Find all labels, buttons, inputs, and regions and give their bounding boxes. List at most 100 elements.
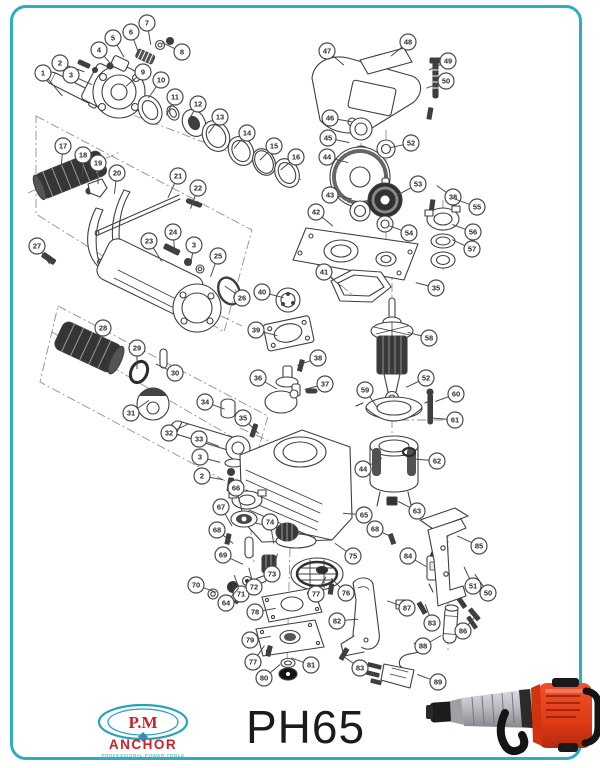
- part-callout-89: 89: [417, 673, 447, 691]
- part-callout-32: 32: [160, 423, 190, 442]
- svg-text:55: 55: [473, 203, 481, 212]
- part-plate-39: [262, 315, 315, 352]
- part-callout-34: 34: [196, 393, 225, 411]
- part-callout-45: 45: [319, 129, 350, 147]
- part-callout-30: 30: [155, 363, 184, 382]
- part-callout-86: 86: [454, 614, 477, 640]
- part-oring-26: [216, 276, 242, 306]
- part-callout-53: 53: [396, 175, 427, 196]
- svg-text:51: 51: [469, 582, 477, 591]
- svg-text:3: 3: [198, 453, 202, 462]
- part-callout-78: 78: [246, 603, 276, 621]
- part-callout-37: 37: [304, 375, 334, 393]
- part-bearing-plate-42: [292, 227, 419, 281]
- part-callout-51: 51: [463, 566, 482, 595]
- part-callout-4: 4: [90, 41, 115, 68]
- svg-text:87: 87: [403, 604, 411, 613]
- part-callout-64: 64: [217, 587, 240, 612]
- part-callout-24: 24: [164, 223, 182, 254]
- part-callout-10: 10: [147, 71, 170, 99]
- svg-text:66: 66: [232, 484, 240, 493]
- svg-text:9: 9: [141, 68, 145, 77]
- part-plates: [255, 587, 325, 681]
- part-armature: [370, 297, 414, 406]
- svg-text:83: 83: [356, 664, 364, 673]
- part-callout-3: 3: [185, 236, 203, 266]
- svg-text:25: 25: [214, 252, 222, 261]
- part-callout-47: 47: [318, 42, 345, 66]
- svg-text:85: 85: [475, 542, 483, 551]
- part-callout-1: 1: [34, 64, 63, 97]
- svg-text:14: 14: [243, 129, 252, 138]
- svg-text:1: 1: [41, 69, 45, 78]
- part-callout-17: 17: [54, 137, 72, 168]
- part-screw-49: [429, 57, 442, 99]
- part-callout-16: 16: [280, 148, 305, 171]
- part-pin-37: [305, 388, 318, 394]
- svg-text:10: 10: [157, 76, 165, 85]
- part-callout-35: 35: [234, 409, 259, 434]
- svg-text:50: 50: [484, 589, 492, 598]
- part-callout-68: 68: [208, 521, 234, 544]
- part-callout-58: 58: [407, 329, 438, 347]
- svg-text:5: 5: [111, 34, 115, 43]
- part-callout-13: 13: [208, 108, 229, 134]
- part-callout-82: 82: [328, 612, 358, 630]
- part-callout-77: 77: [244, 645, 265, 671]
- part-callout-52: 52: [389, 134, 420, 152]
- part-callout-85: 85: [456, 535, 488, 555]
- logo-diamond-icon: [137, 731, 149, 743]
- svg-text:89: 89: [434, 678, 442, 687]
- part-callout-50: 50: [426, 72, 455, 90]
- svg-text:42: 42: [312, 208, 320, 217]
- logo-pm-text: P.M: [128, 713, 157, 732]
- svg-text:46: 46: [326, 114, 334, 123]
- svg-text:70: 70: [192, 581, 200, 590]
- part-callout-19: 19: [89, 154, 107, 184]
- part-rod-and-pin: [94, 194, 203, 237]
- part-callout-15: 15: [259, 137, 283, 161]
- logo-anchor-text: ANCHOR: [109, 737, 177, 752]
- part-callout-65: 65: [343, 506, 373, 524]
- part-callout-75: 75: [334, 542, 362, 565]
- part-callout-9: 9: [125, 63, 152, 87]
- part-callout-7: 7: [138, 14, 156, 45]
- svg-text:74: 74: [266, 518, 275, 527]
- part-sleeve: [54, 321, 125, 375]
- svg-text:50: 50: [442, 77, 450, 86]
- svg-text:84: 84: [404, 552, 413, 561]
- part-callout-76: 76: [330, 577, 355, 602]
- part-callout-26: 26: [224, 285, 251, 307]
- part-callout-49: 49: [428, 52, 457, 71]
- svg-text:72: 72: [250, 583, 258, 592]
- part-callout-87: 87: [387, 599, 416, 617]
- part-callout-22: 22: [189, 179, 207, 209]
- svg-text:48: 48: [404, 38, 412, 47]
- svg-text:54: 54: [405, 229, 414, 238]
- part-callout-69: 69: [214, 546, 244, 565]
- part-power-cord: [365, 641, 429, 689]
- logo-tagline: PROFESSIONAL POWER TOOLS: [102, 753, 185, 758]
- svg-text:35: 35: [239, 414, 247, 423]
- part-callout-77: 77: [307, 576, 327, 603]
- part-conrod: [170, 420, 251, 492]
- part-callout-8: 8: [161, 42, 191, 61]
- part-callout-46: 46: [321, 109, 352, 127]
- part-callout-28: 28: [94, 319, 112, 349]
- svg-text:17: 17: [59, 142, 67, 151]
- svg-text:38: 38: [314, 354, 322, 363]
- svg-text:16: 16: [292, 153, 300, 162]
- part-capacitor: [442, 604, 459, 644]
- svg-text:68: 68: [213, 526, 221, 535]
- part-callout-84: 84: [399, 547, 427, 567]
- part-callout-79: 79: [241, 631, 271, 649]
- svg-text:23: 23: [145, 237, 153, 246]
- part-screws-bottom: [338, 597, 481, 661]
- svg-text:4: 4: [97, 46, 102, 55]
- svg-text:7: 7: [145, 19, 149, 28]
- svg-text:49: 49: [444, 57, 452, 66]
- svg-text:27: 27: [33, 242, 41, 251]
- part-callout-35: 35: [415, 279, 445, 297]
- svg-text:88: 88: [419, 642, 427, 651]
- part-callout-31: 31: [122, 399, 150, 422]
